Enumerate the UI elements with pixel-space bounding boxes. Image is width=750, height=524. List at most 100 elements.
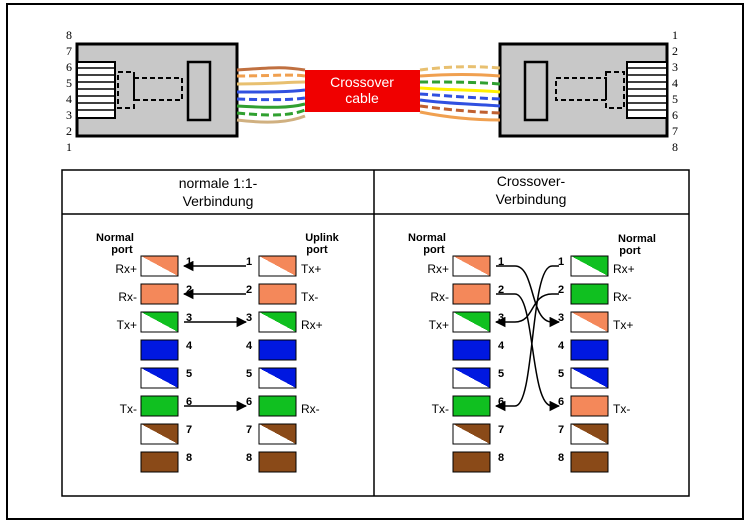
left-port-header-line1: Normal <box>96 232 134 244</box>
normal-left-signal-label: Tx- <box>120 402 137 416</box>
normal-right-swatch-3 <box>258 311 297 333</box>
normal-right-swatch-6 <box>258 395 297 417</box>
crossover-left-pin-label: 8 <box>498 452 504 464</box>
left-table-title-line2: Verbindung <box>183 193 254 209</box>
cross-wire-2-to-6 <box>496 293 561 412</box>
normal-right-pin-label: 6 <box>246 396 252 408</box>
left-pin-number: 3 <box>66 108 72 122</box>
left-pin-number: 4 <box>66 92 72 106</box>
crossover-left-swatch-6 <box>452 395 491 417</box>
right-pin-number: 7 <box>672 124 678 138</box>
normal-right-swatch-4 <box>258 339 297 361</box>
cable-wires-right <box>419 65 501 122</box>
right-right-port-header-line1: Normal <box>618 233 656 245</box>
normal-right-signal-label: Rx+ <box>301 318 323 332</box>
cross-wire-1-to-3 <box>496 265 561 328</box>
right-pin-number: 1 <box>672 28 678 42</box>
crossover-left-pin-label: 4 <box>498 340 505 352</box>
right-right-port-header-line2: port <box>619 245 641 257</box>
normal-right-swatch-8 <box>258 451 297 473</box>
crossover-right-swatch-4 <box>570 339 609 361</box>
uplink-port-header-line1: Uplink <box>305 232 339 244</box>
normal-right-pin-label: 7 <box>246 424 252 436</box>
normal-left-swatch-8 <box>140 451 179 473</box>
crossover-left-swatch-7 <box>452 423 491 445</box>
right-pin-number: 2 <box>672 44 678 58</box>
left-pin-number: 7 <box>66 44 72 58</box>
right-left-port-header-line2: port <box>423 244 445 256</box>
cross-wire-2-to-3 <box>494 293 559 328</box>
right-pin-number: 3 <box>672 60 678 74</box>
crossover-left-swatch-2 <box>452 283 491 305</box>
normal-left-swatch-6 <box>140 395 179 417</box>
crossover-wires <box>494 265 561 412</box>
normal-left-swatch-4 <box>140 339 179 361</box>
crossover-right-signal-label: Tx- <box>613 402 630 416</box>
crossover-left-swatch-1 <box>452 255 491 277</box>
left-pin-number: 1 <box>66 140 72 154</box>
normal-left-swatch-7 <box>140 423 179 445</box>
normal-left-swatch-3 <box>140 311 179 333</box>
crossover-right-pin-label: 1 <box>558 256 564 268</box>
normal-left-signal-label: Tx+ <box>117 318 137 332</box>
right-pin-number: 8 <box>672 140 678 154</box>
crossover-right-swatch-2 <box>570 283 609 305</box>
crossover-left-pin-label: 2 <box>498 284 504 296</box>
cable-illustration: Crossover cable 8 7 6 5 4 3 2 1 1 2 3 4 5 6 7 8 <box>66 28 678 154</box>
right-pin-number: 5 <box>672 92 678 106</box>
left-port-header-line2: port <box>111 244 133 256</box>
crossover-left-pin-label: 1 <box>498 256 504 268</box>
crossover-right-swatch-1 <box>570 255 609 277</box>
crossover-left-pin-label: 7 <box>498 424 504 436</box>
crossover-right-swatch-6 <box>570 395 609 417</box>
crossover-right-swatch-8 <box>570 451 609 473</box>
normal-left-swatch-5 <box>140 367 179 389</box>
crossover-right-swatch-5 <box>570 367 609 389</box>
crossover-right-pin-label: 4 <box>558 340 565 352</box>
crossover-right-swatch-7 <box>570 423 609 445</box>
normal-left-signal-label: Rx+ <box>115 262 137 276</box>
crossover-right-pin-label: 3 <box>558 312 564 324</box>
crossover-right-pin-label: 7 <box>558 424 564 436</box>
normal-left-pin-label: 7 <box>186 424 192 436</box>
uplink-port-header-line2: port <box>306 244 328 256</box>
crossover-left-pin-label: 5 <box>498 368 504 380</box>
left-pin-number: 6 <box>66 60 72 74</box>
normal-right-swatch-5 <box>258 367 297 389</box>
cable-label-line2: cable <box>345 90 379 106</box>
crossover-left-signal-label: Tx- <box>432 402 449 416</box>
crossover-left-signal-label: Rx+ <box>427 262 449 276</box>
normal-left-pin-label: 8 <box>186 452 192 464</box>
crossover-right-swatch-3 <box>570 311 609 333</box>
normal-right-pin-label: 1 <box>246 256 252 268</box>
right-pin-numbers: 1 2 3 4 5 6 7 8 <box>672 28 678 154</box>
normal-right-swatch-7 <box>258 423 297 445</box>
crossover-right-pin-label: 2 <box>558 284 564 296</box>
normal-left-pin-label: 5 <box>186 368 192 380</box>
crossover-left-swatch-8 <box>452 451 491 473</box>
normal-left-signal-label: Rx- <box>118 290 137 304</box>
normal-right-pin-label: 3 <box>246 312 252 324</box>
crossover-left-swatch-5 <box>452 367 491 389</box>
normal-right-signal-label: Tx+ <box>301 262 321 276</box>
normal-left-swatch-2 <box>140 283 179 305</box>
right-table-title-line2: Verbindung <box>496 191 567 207</box>
normal-right-swatch-2 <box>258 283 297 305</box>
crossover-right-pin-label: 8 <box>558 452 564 464</box>
normal-right-signal-label: Rx- <box>301 402 320 416</box>
outer-frame <box>6 3 744 520</box>
normal-right-pin-label: 2 <box>246 284 252 296</box>
right-pin-number: 6 <box>672 108 678 122</box>
right-pin-number: 4 <box>672 76 678 90</box>
left-pin-number: 5 <box>66 76 72 90</box>
cable-wires-left <box>236 66 306 124</box>
normal-right-pin-label: 8 <box>246 452 252 464</box>
cable-label-line1: Crossover <box>330 74 394 90</box>
left-rj45-connector <box>75 42 239 138</box>
left-table-title-line1: normale 1:1- <box>179 175 258 191</box>
crossover-right-pin-label: 5 <box>558 368 564 380</box>
normal-left-swatch-1 <box>140 255 179 277</box>
